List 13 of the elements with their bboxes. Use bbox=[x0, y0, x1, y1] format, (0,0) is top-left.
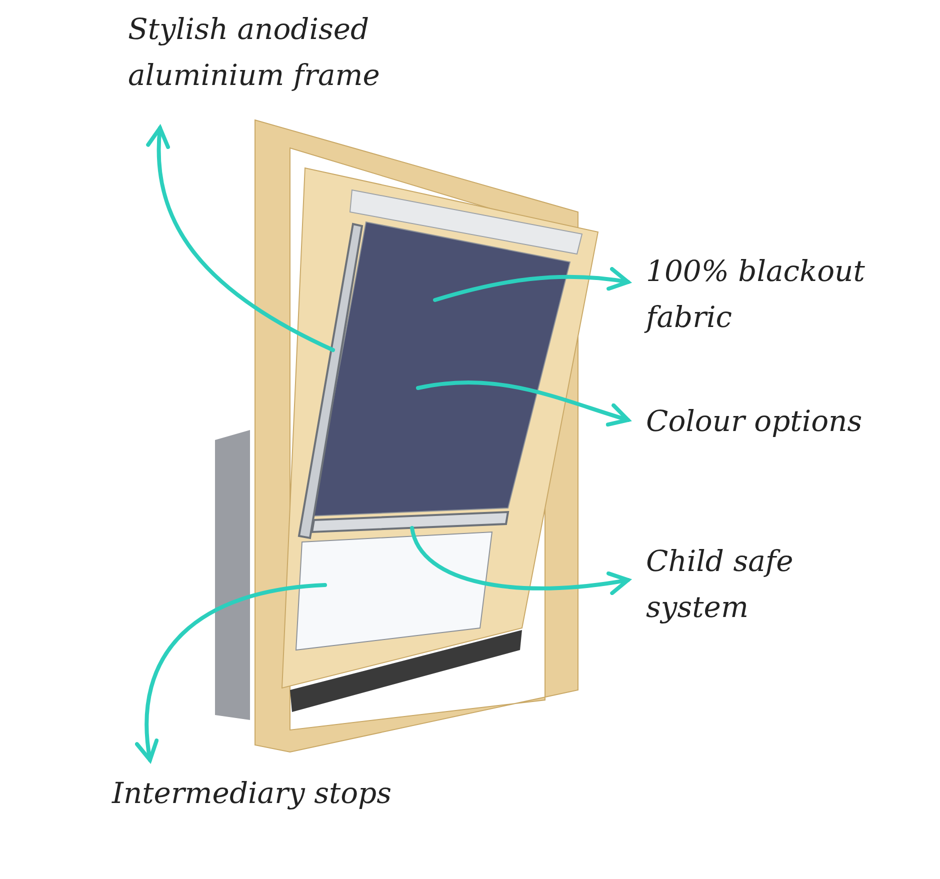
callout-text: Stylish anodised aluminium frame bbox=[128, 6, 388, 98]
callout-text: Child safe system bbox=[646, 538, 826, 630]
side-rail bbox=[298, 222, 364, 540]
leader-line bbox=[147, 126, 335, 352]
callout-text: Colour options bbox=[646, 398, 886, 444]
leader-line bbox=[416, 380, 630, 426]
leader-line bbox=[410, 526, 630, 595]
leader-line bbox=[136, 583, 327, 762]
glass-pane bbox=[295, 531, 493, 651]
callout-text: Intermediary stops bbox=[112, 770, 412, 816]
callout-text: 100% blackout fabric bbox=[646, 248, 866, 340]
leader-line bbox=[433, 267, 630, 302]
bottom-bar bbox=[310, 510, 510, 534]
